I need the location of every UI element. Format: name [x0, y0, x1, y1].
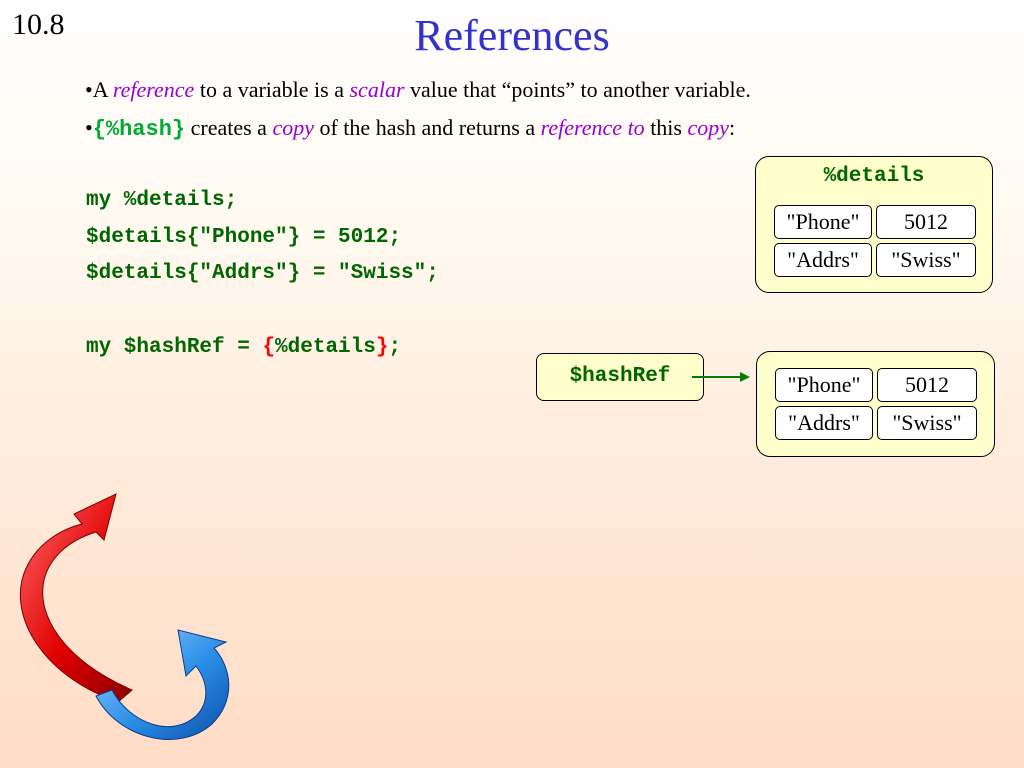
slide-title: References	[414, 11, 610, 60]
copy-value-phone: 5012	[877, 368, 977, 402]
details-key-addrs: "Addrs"	[774, 243, 872, 277]
code-line-4: my $hashRef = {%details};	[86, 336, 402, 359]
details-value-addrs: "Swiss"	[876, 243, 976, 277]
term-copy: copy	[272, 115, 314, 140]
code-line-3: $details{"Addrs"} = "Swiss";	[86, 262, 439, 285]
bullet-reference-definition: •A reference to a variable is a scalar v…	[85, 77, 751, 102]
term-scalar: scalar	[349, 77, 405, 102]
details-hash-box: %details "Phone" 5012 "Addrs" "Swiss"	[755, 156, 993, 293]
bullet-hash-copy: •{%hash} creates a copy of the hash and …	[85, 115, 736, 142]
red-curved-arrow-icon	[19, 493, 133, 703]
slide-number: 10.8	[12, 8, 65, 41]
hashref-label-box: $hashRef	[536, 353, 704, 401]
code-line-2: $details{"Phone"} = 5012;	[86, 226, 402, 249]
code-line-1: my %details;	[86, 189, 238, 212]
term-reference-to: reference to	[540, 115, 645, 140]
reference-arrow	[692, 372, 750, 382]
code-hash: {%hash}	[92, 117, 186, 142]
copy-value-addrs: "Swiss"	[877, 406, 977, 440]
details-value-phone: 5012	[876, 205, 976, 239]
blue-curved-arrow-icon	[95, 629, 230, 740]
copy-key-phone: "Phone"	[775, 368, 873, 402]
details-box-title: %details	[823, 165, 925, 188]
term-reference: reference	[112, 77, 195, 102]
copy-key-addrs: "Addrs"	[775, 406, 873, 440]
details-key-phone: "Phone"	[774, 205, 872, 239]
hashref-copy-box: "Phone" 5012 "Addrs" "Swiss"	[756, 351, 995, 457]
term-copy-2: copy	[687, 115, 730, 140]
